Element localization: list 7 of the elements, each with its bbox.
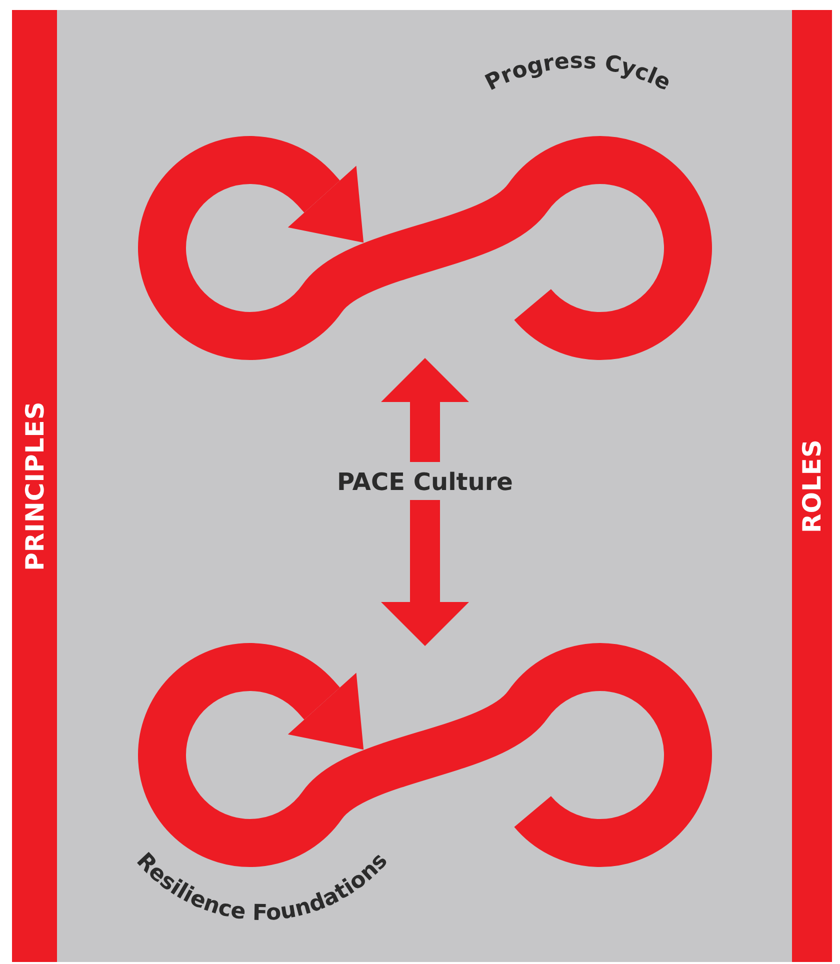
center-label: PACE Culture <box>337 468 513 496</box>
side-bar <box>12 10 57 962</box>
side-bar <box>792 10 832 962</box>
block-arrow <box>381 358 469 462</box>
loop-title: Progress Cycle <box>482 48 675 96</box>
bar-label: ROLES <box>798 438 826 534</box>
bar-label: PRINCIPLES <box>20 401 49 571</box>
